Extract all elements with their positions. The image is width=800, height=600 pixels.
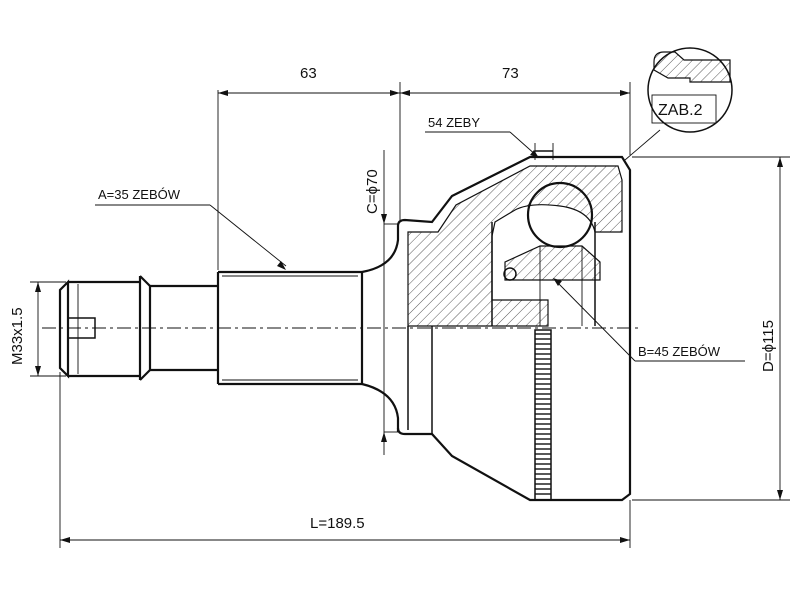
dim-73-label: 73	[502, 65, 519, 82]
dimension-bottom	[59, 372, 631, 548]
dim-inner-diameter-label: C=ϕ70	[364, 169, 381, 214]
callout-b-label: B=45 ZEBÓW	[638, 344, 721, 359]
dimension-top	[217, 82, 631, 270]
stub-shaft	[58, 226, 400, 432]
dimension-outer-diameter	[632, 156, 790, 501]
dim-thread-label: M33x1.5	[9, 307, 26, 365]
detail-zab2-label: ZAB.2	[658, 102, 703, 119]
callout-a-leader	[95, 204, 287, 270]
callout-a-label: A=35 ZEBÓW	[98, 187, 181, 202]
dimension-thread	[30, 281, 66, 377]
callout-abs-leader	[425, 131, 539, 158]
dim-outer-diameter-label: D=ϕ115	[760, 320, 777, 372]
dim-length-label: L=189.5	[310, 515, 365, 532]
callout-b-leader	[553, 278, 745, 362]
bell-housing	[396, 155, 632, 502]
dimension-inner-diameter	[381, 150, 398, 455]
ball-cage	[503, 181, 601, 326]
callout-abs-label: 54 ZEBY	[428, 115, 480, 130]
detail-zab2	[624, 47, 733, 161]
dim-63-label: 63	[300, 65, 317, 82]
abs-tone-ring	[534, 143, 554, 501]
